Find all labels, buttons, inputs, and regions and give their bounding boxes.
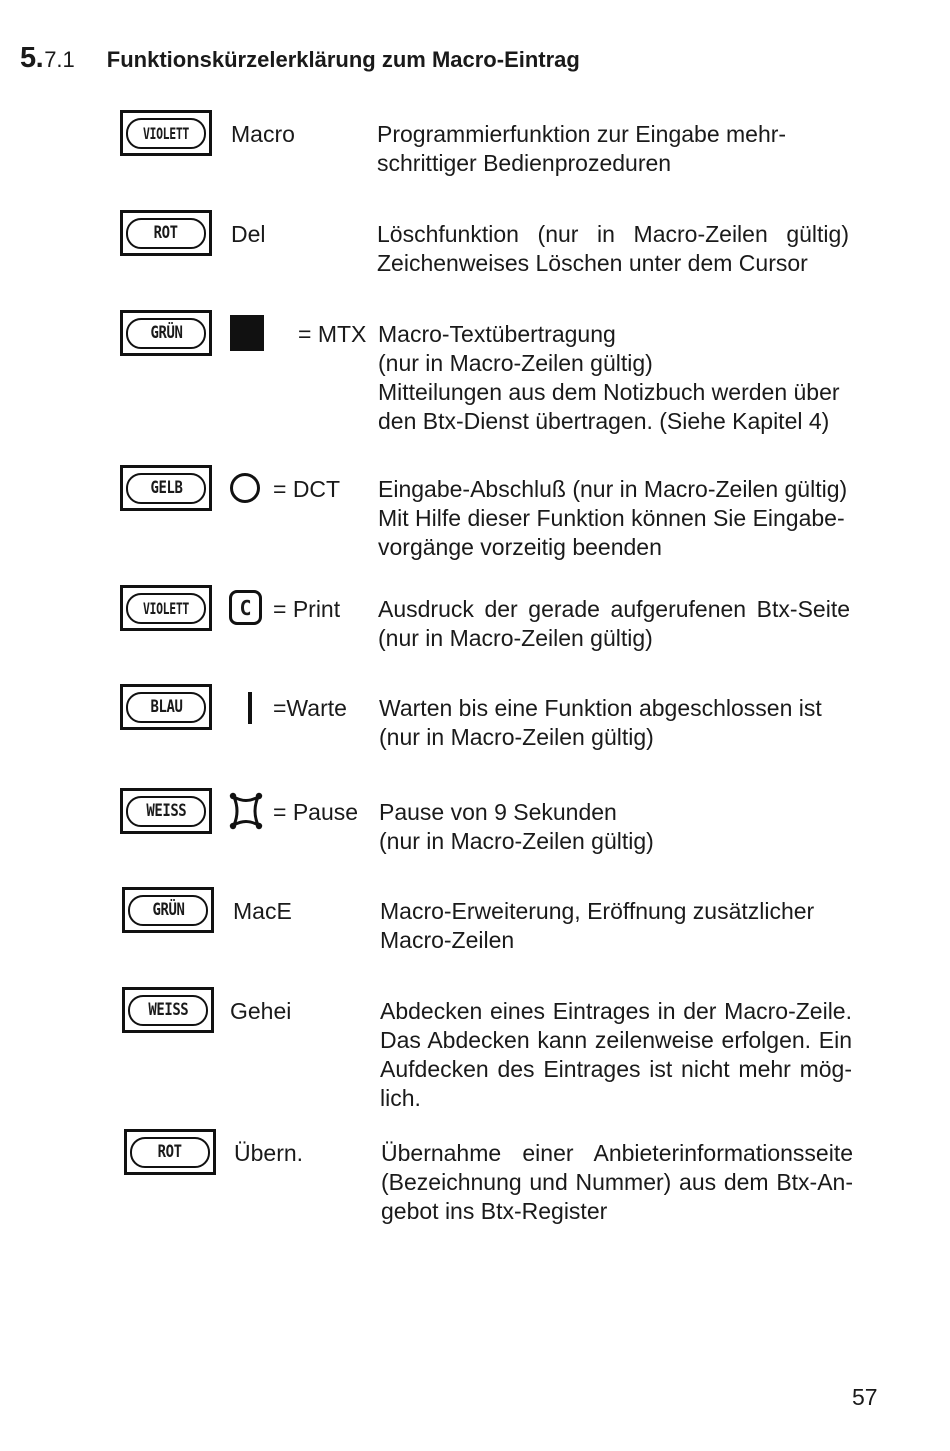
description-line: lich.: [380, 1085, 421, 1111]
key-cap-label: GRÜN: [152, 900, 184, 920]
key-cap-label: ROT: [158, 1142, 182, 1162]
section-number-major: 5.: [20, 42, 44, 74]
key-cap-7: WEISS: [120, 788, 212, 834]
key-cap-inner: WEISS: [128, 994, 208, 1026]
function-description: Programmierfunktion zur Eingabe mehr-sch…: [377, 120, 849, 178]
description-line: Pause von 9 Sekunden: [379, 799, 617, 825]
function-label: Macro: [231, 121, 295, 147]
function-description: Pause von 9 Sekunden (nur in Macro-Zeilen…: [379, 798, 851, 856]
description-line: (nur in Macro-Zeilen gültig): [378, 625, 653, 651]
function-label: Del: [231, 221, 266, 247]
section-heading: 5. 7.1 Funktionskürzelerklärung zum Macr…: [20, 42, 580, 82]
description-line: Ausdruck der gerade aufgerufenen Btx-Sei…: [378, 596, 850, 622]
description-line: (nur in Macro-Zeilen gültig): [378, 350, 653, 376]
description-line: (nur in Macro-Zeilen gültig): [379, 828, 654, 854]
description-line: gebot ins Btx-Register: [381, 1198, 608, 1224]
function-description: Macro-Textübertragung (nur in Macro-Zeile…: [378, 320, 850, 436]
function-label: = Print: [273, 596, 341, 622]
description-line: Warten bis eine Funktion abgeschlossen i…: [379, 695, 822, 721]
key-cap-inner: GRÜN: [128, 894, 208, 926]
key-cap-5: VIOLETT: [120, 585, 212, 631]
key-cap-label: WEISS: [148, 1000, 188, 1020]
key-cap-inner: GELB: [126, 472, 206, 504]
section-title: Funktionskürzelerklärung zum Macro-Eintr…: [106, 47, 580, 72]
function-label: MacE: [233, 898, 292, 924]
description-line: Aufdecken des Eintrages ist nicht mehr m…: [380, 1056, 852, 1082]
description-line: Macro-Erweiterung, Eröffnung zusätzliche…: [380, 898, 815, 924]
black-square-icon: [230, 315, 264, 351]
function-label: =Warte: [273, 695, 347, 721]
circle-icon: [230, 473, 260, 503]
description-line: den Btx-Dienst übertragen. (Siehe Kapite…: [378, 408, 830, 434]
key-cap-label: GRÜN: [150, 323, 182, 343]
description-line: Macro-Textübertragung: [378, 321, 616, 347]
function-description: Löschfunktion (nur in Macro-Zeilen gülti…: [377, 220, 849, 278]
pause-icon: [226, 790, 266, 832]
key-cap-inner: ROT: [130, 1136, 210, 1168]
function-label: = Pause: [273, 799, 359, 825]
function-label: = DCT: [273, 476, 341, 502]
key-cap-label: WEISS: [146, 801, 186, 821]
key-cap-inner: GRÜN: [126, 317, 206, 349]
function-description: Abdecken eines Eintrages in der Macro-Ze…: [380, 997, 852, 1113]
c-key-icon: C: [229, 590, 262, 625]
function-label: Gehei: [230, 998, 292, 1024]
key-cap-inner: WEISS: [126, 795, 206, 827]
description-line: (nur in Macro-Zeilen gültig): [379, 724, 654, 750]
function-description: Ausdruck der gerade aufgerufenen Btx-Sei…: [378, 595, 850, 653]
key-cap-label: GELB: [150, 478, 182, 498]
description-line: schrittiger Bedienprozeduren: [377, 150, 672, 176]
key-cap-label: VIOLETT: [142, 123, 190, 143]
key-cap-inner: ROT: [126, 217, 206, 249]
description-line: Löschfunktion (nur in Macro-Zeilen gülti…: [377, 221, 849, 247]
description-line: vorgänge vorzeitig beenden: [378, 534, 662, 560]
vertical-bar-icon: [248, 692, 252, 724]
key-cap-inner: VIOLETT: [126, 592, 206, 624]
key-cap-1: VIOLETT: [120, 110, 212, 156]
description-line: Zeichenweises Löschen unter dem Cursor: [377, 250, 808, 276]
function-description: Warten bis eine Funktion abgeschlossen i…: [379, 694, 851, 752]
key-cap-label: ROT: [154, 223, 178, 243]
key-cap-inner: BLAU: [126, 691, 206, 723]
description-line: Das Abdecken kann zeilenweise erfolgen. …: [380, 1027, 852, 1053]
description-line: Mit Hilfe dieser Funktion können Sie Ein…: [378, 505, 845, 531]
function-label: = MTX: [298, 321, 367, 347]
description-line: (Bezeichnung und Nummer) aus dem Btx-An-: [381, 1169, 853, 1195]
key-cap-label: BLAU: [150, 697, 182, 717]
key-cap-label: VIOLETT: [142, 598, 190, 618]
description-line: Programmierfunktion zur Eingabe mehr-: [377, 121, 787, 147]
page-number: 57: [852, 1384, 878, 1410]
description-line: Macro-Zeilen: [380, 927, 515, 953]
key-cap-2: ROT: [120, 210, 212, 256]
description-line: Abdecken eines Eintrages in der Macro-Ze…: [380, 998, 852, 1024]
key-cap-3: GRÜN: [120, 310, 212, 356]
function-label: Übern.: [234, 1140, 304, 1166]
function-description: Macro-Erweiterung, Eröffnung zusätzliche…: [380, 897, 852, 955]
function-description: Übernahme einer Anbieterinformationsseit…: [381, 1139, 853, 1226]
key-cap-inner: VIOLETT: [126, 117, 206, 149]
key-cap-10: ROT: [124, 1129, 216, 1175]
c-key-icon-label: C: [239, 595, 252, 620]
key-cap-8: GRÜN: [122, 887, 214, 933]
function-description: Eingabe-Abschluß (nur in Macro-Zeilen gü…: [378, 475, 850, 562]
description-line: Übernahme einer Anbieterinformationsseit…: [381, 1140, 853, 1166]
key-cap-6: BLAU: [120, 684, 212, 730]
section-number-minor: 7.1: [44, 47, 75, 72]
description-line: Eingabe-Abschluß (nur in Macro-Zeilen gü…: [378, 476, 848, 502]
key-cap-9: WEISS: [122, 987, 214, 1033]
key-cap-4: GELB: [120, 465, 212, 511]
description-line: Mitteilungen aus dem Notizbuch werden üb…: [378, 379, 840, 405]
